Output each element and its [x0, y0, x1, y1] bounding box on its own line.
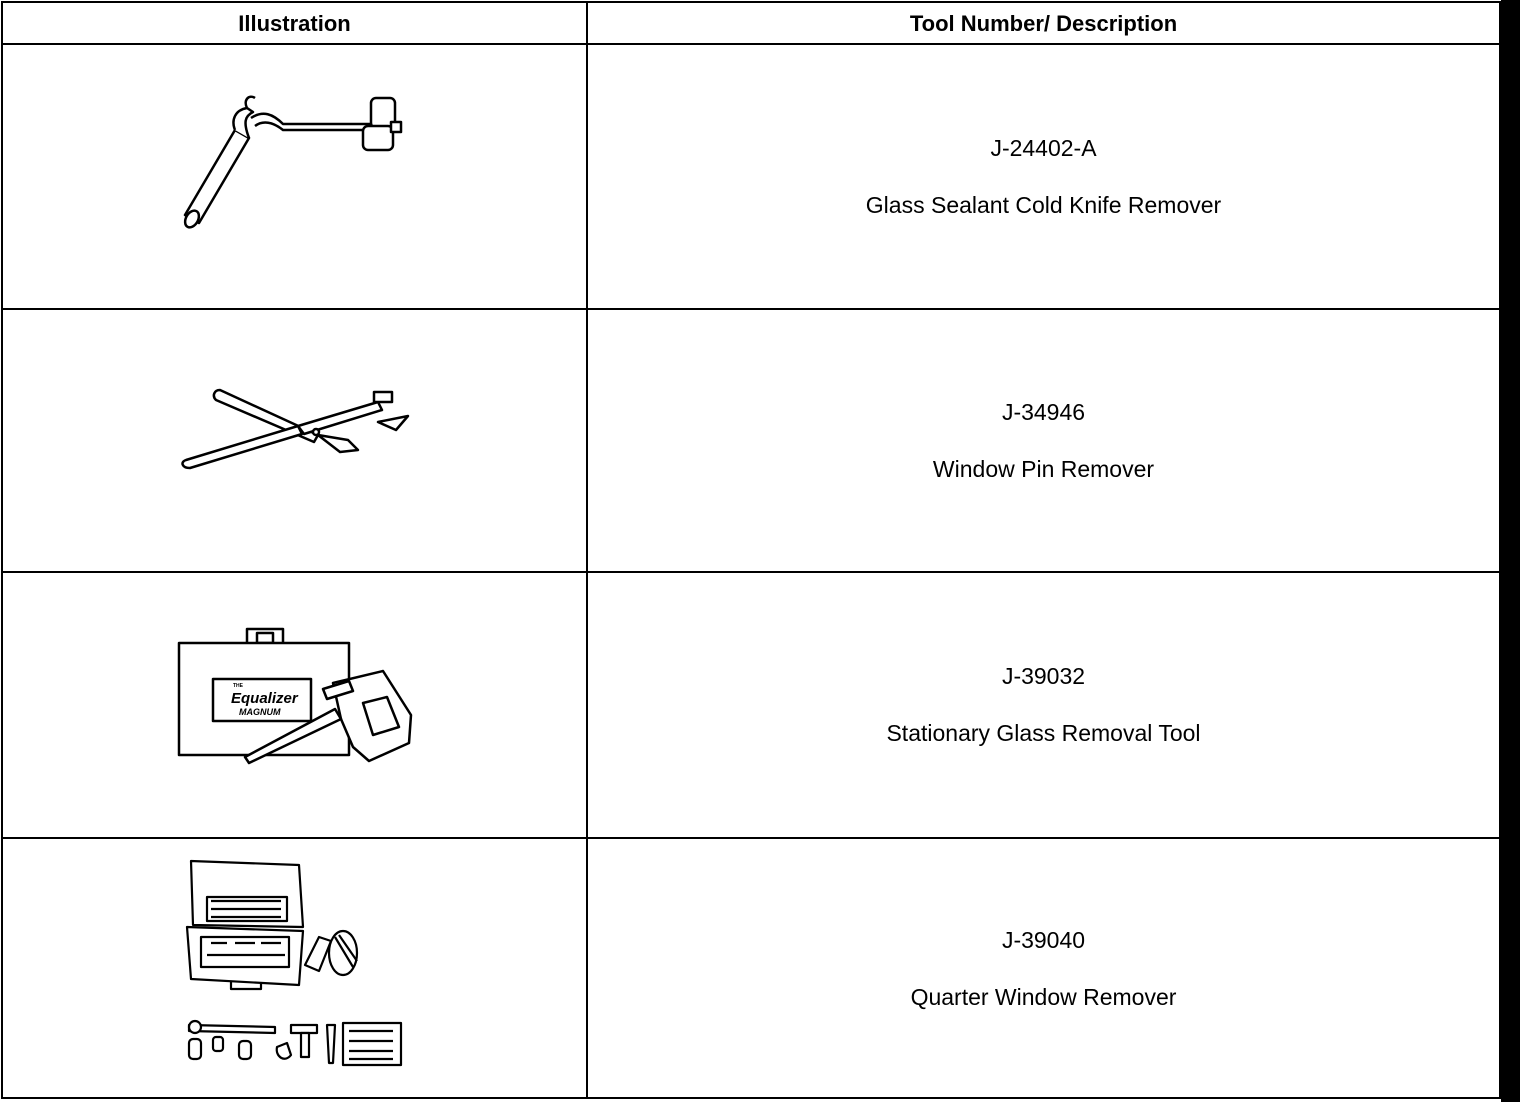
- row-divider: [3, 308, 1499, 310]
- description-cell: J-39032 Stationary Glass Removal Tool: [588, 573, 1499, 837]
- illustration-cell: [3, 839, 586, 1099]
- cold-knife-icon: [183, 95, 403, 229]
- header-tool-number: Tool Number/ Description: [909, 11, 1178, 36]
- tool-description: Glass Sealant Cold Knife Remover: [865, 191, 1222, 218]
- illustration-cell: [3, 45, 586, 308]
- brand-logo-title: Equalizer: [231, 690, 299, 707]
- tool-number: J-34946: [1001, 398, 1086, 425]
- table-row: THE Equalizer MAGNUM J-39032 Stationary …: [3, 573, 1499, 837]
- table-row: J-39040 Quarter Window Remover: [3, 839, 1499, 1099]
- tool-number: J-39032: [1001, 663, 1086, 689]
- description-cell: J-24402-A Glass Sealant Cold Knife Remov…: [588, 45, 1499, 308]
- tool-description: Stationary Glass Removal Tool: [886, 720, 1201, 746]
- pin-remover-icon: [181, 388, 410, 470]
- glass-removal-tool-icon: THE Equalizer MAGNUM: [177, 627, 413, 765]
- description-cell: J-34946 Window Pin Remover: [588, 310, 1499, 571]
- illustration-cell: [3, 310, 586, 571]
- header-illustration: Illustration: [238, 11, 351, 36]
- tool-kit-icon: [185, 859, 403, 1067]
- tool-number: J-24402-A: [990, 134, 1097, 161]
- brand-logo-subtitle: MAGNUM: [239, 707, 281, 717]
- tool-description: Window Pin Remover: [932, 455, 1155, 482]
- row-divider: [3, 571, 1499, 573]
- tool-description: Quarter Window Remover: [910, 984, 1177, 1010]
- brand-logo-small: THE: [233, 683, 244, 689]
- column-divider: [586, 3, 588, 1097]
- header-divider: [3, 43, 1499, 45]
- description-cell: J-39040 Quarter Window Remover: [588, 839, 1499, 1099]
- table-row: J-34946 Window Pin Remover: [3, 310, 1499, 571]
- table-row: J-24402-A Glass Sealant Cold Knife Remov…: [3, 45, 1499, 308]
- illustration-cell: THE Equalizer MAGNUM: [3, 573, 586, 837]
- page-edge-bar: [1501, 0, 1520, 1102]
- tool-number: J-39040: [1001, 927, 1086, 953]
- row-divider: [3, 837, 1499, 839]
